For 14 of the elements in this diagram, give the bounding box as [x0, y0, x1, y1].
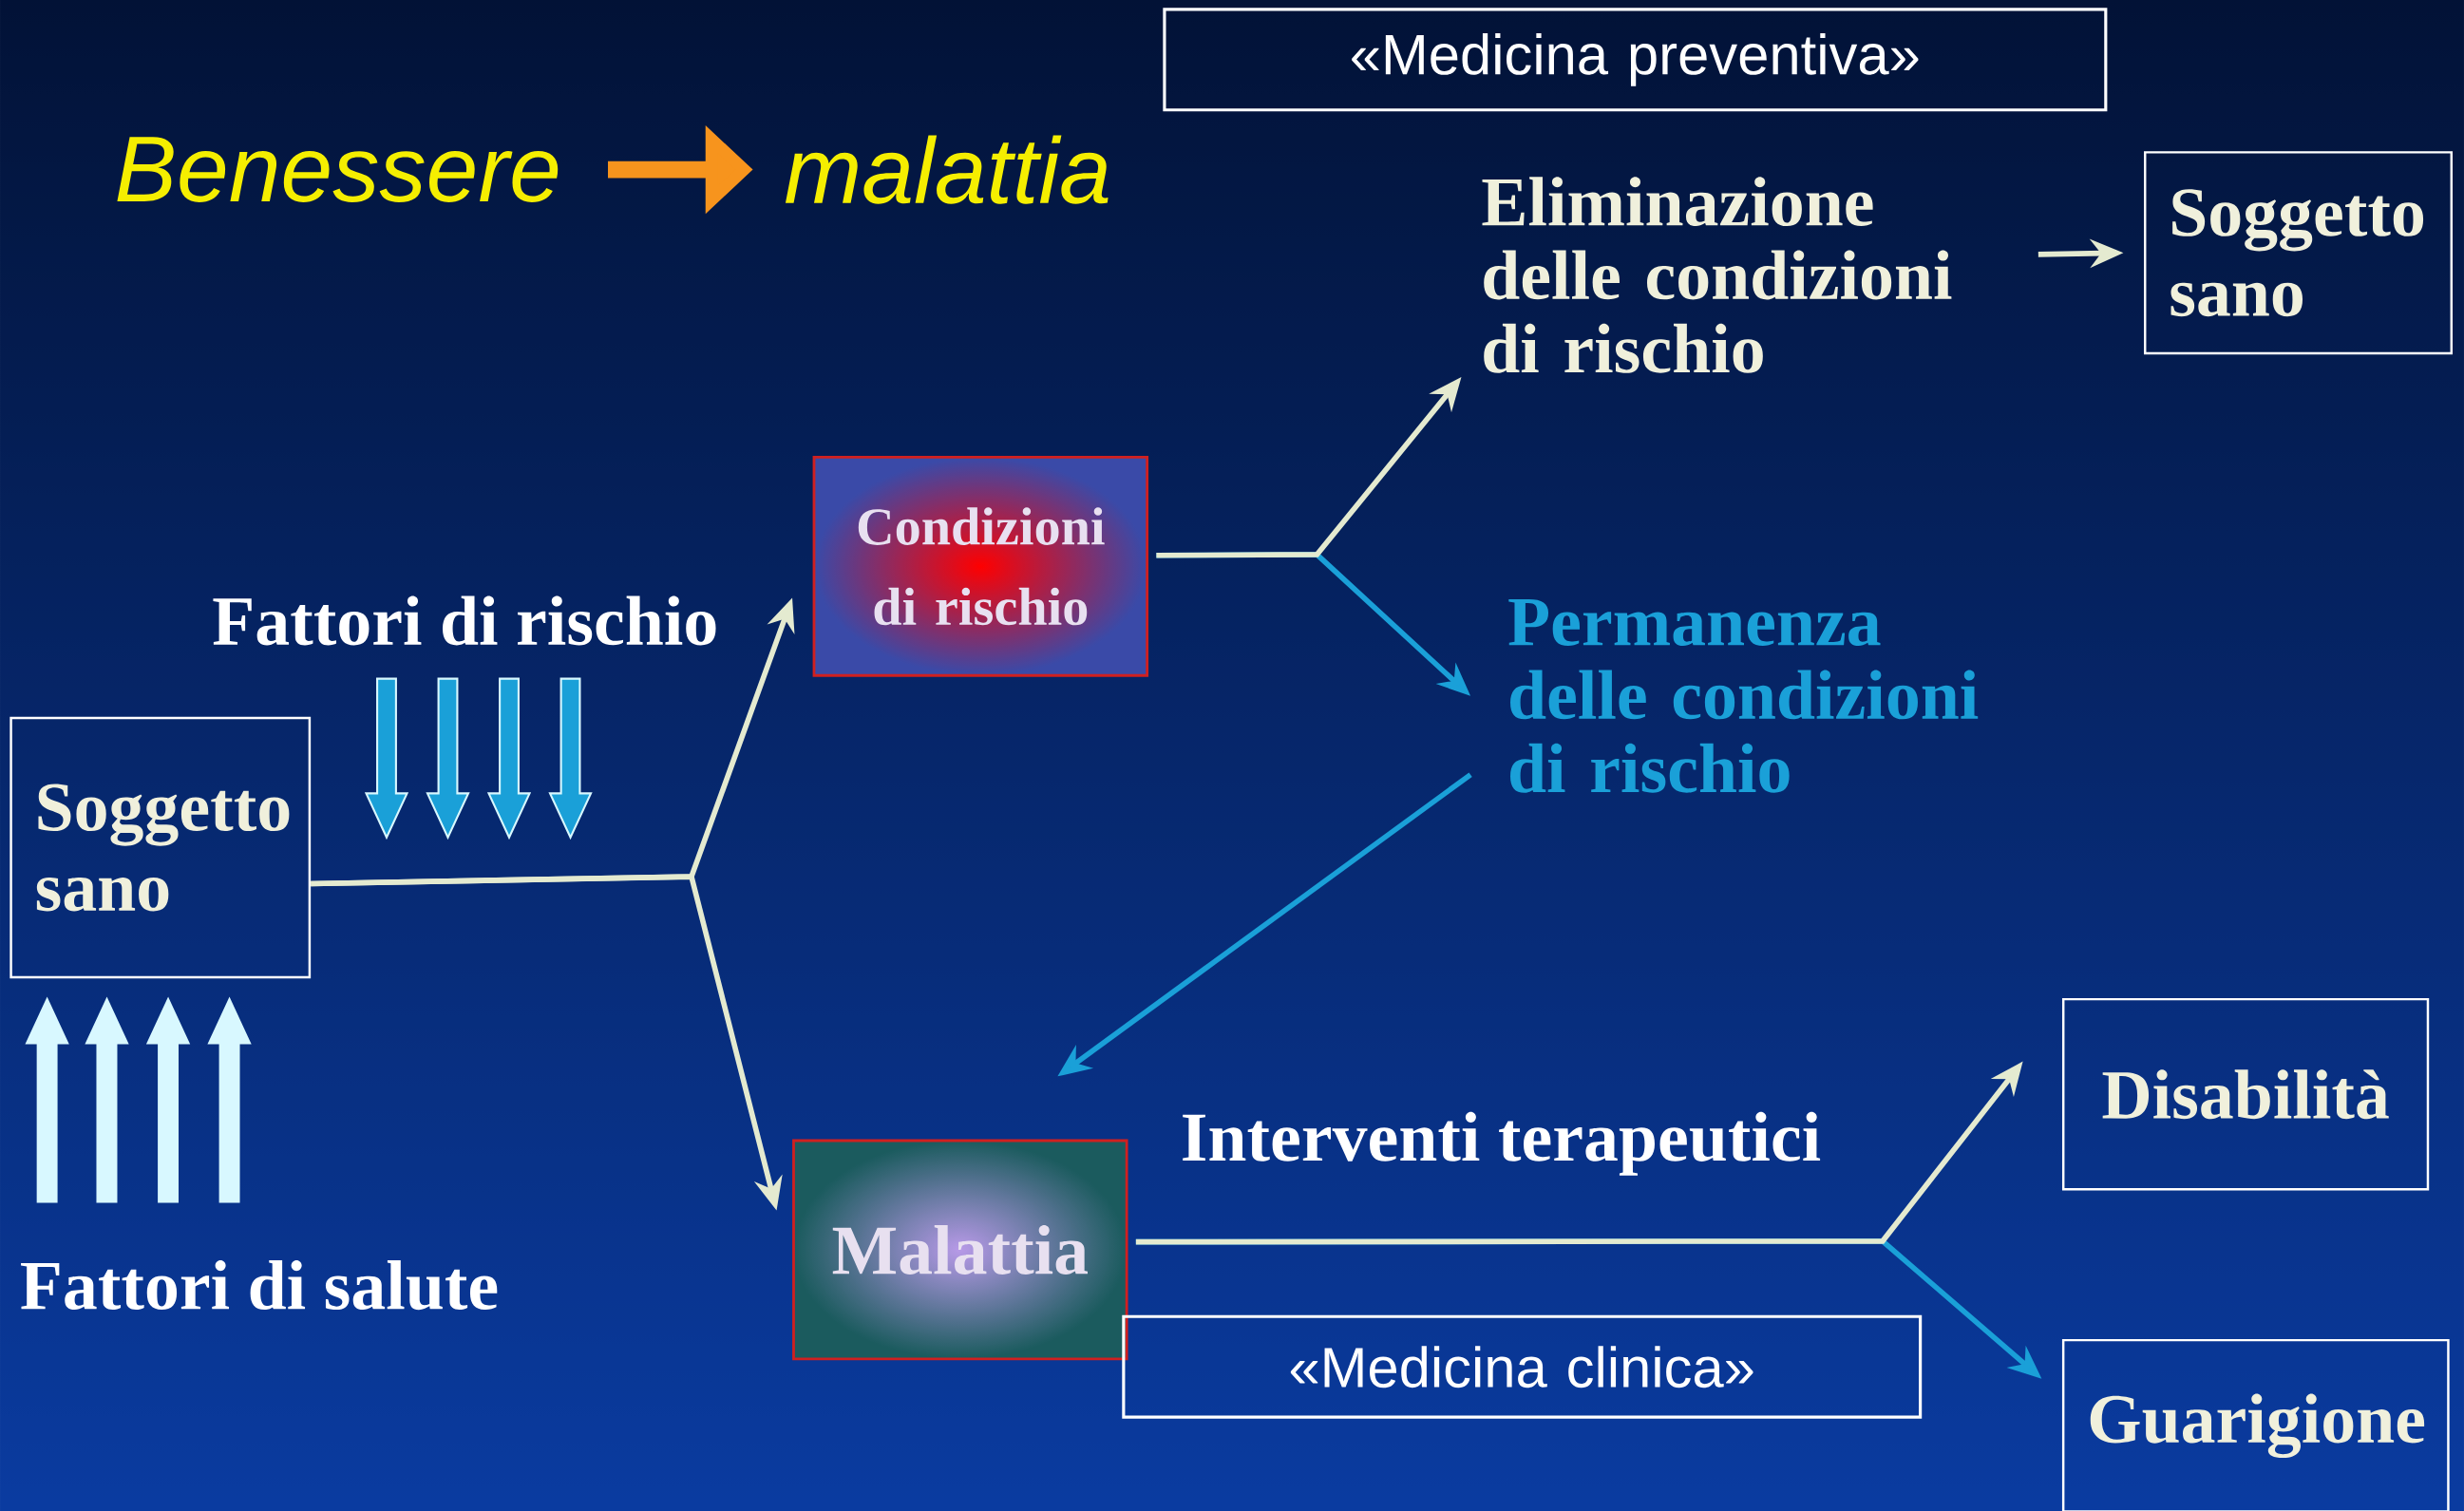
outcome-text: Eliminazione delle condizioni di rischio	[1482, 176, 1952, 373]
highlight-box: Malattia	[792, 1139, 1128, 1361]
process-box: Soggetto sano	[2144, 150, 2453, 355]
outcome-box: Disabilità	[2061, 997, 2430, 1191]
outcome-text: Permanenza delle condizioni di rischio	[1508, 598, 1979, 793]
title-text: malattia	[785, 135, 1109, 204]
text-label: Fattori di salute	[21, 1259, 498, 1310]
text-label: Fattori di rischio	[213, 595, 716, 646]
title-text: Benessere	[117, 137, 559, 202]
text-label: Interventi terapeutici	[1183, 1111, 1821, 1176]
process-box: Soggetto sano	[9, 716, 312, 978]
outcome-box: Guarigione	[2061, 1338, 2450, 1511]
heading-box: «Medicina preventiva»	[1163, 8, 2108, 112]
highlight-box: Condizioni di rischio	[812, 455, 1149, 677]
